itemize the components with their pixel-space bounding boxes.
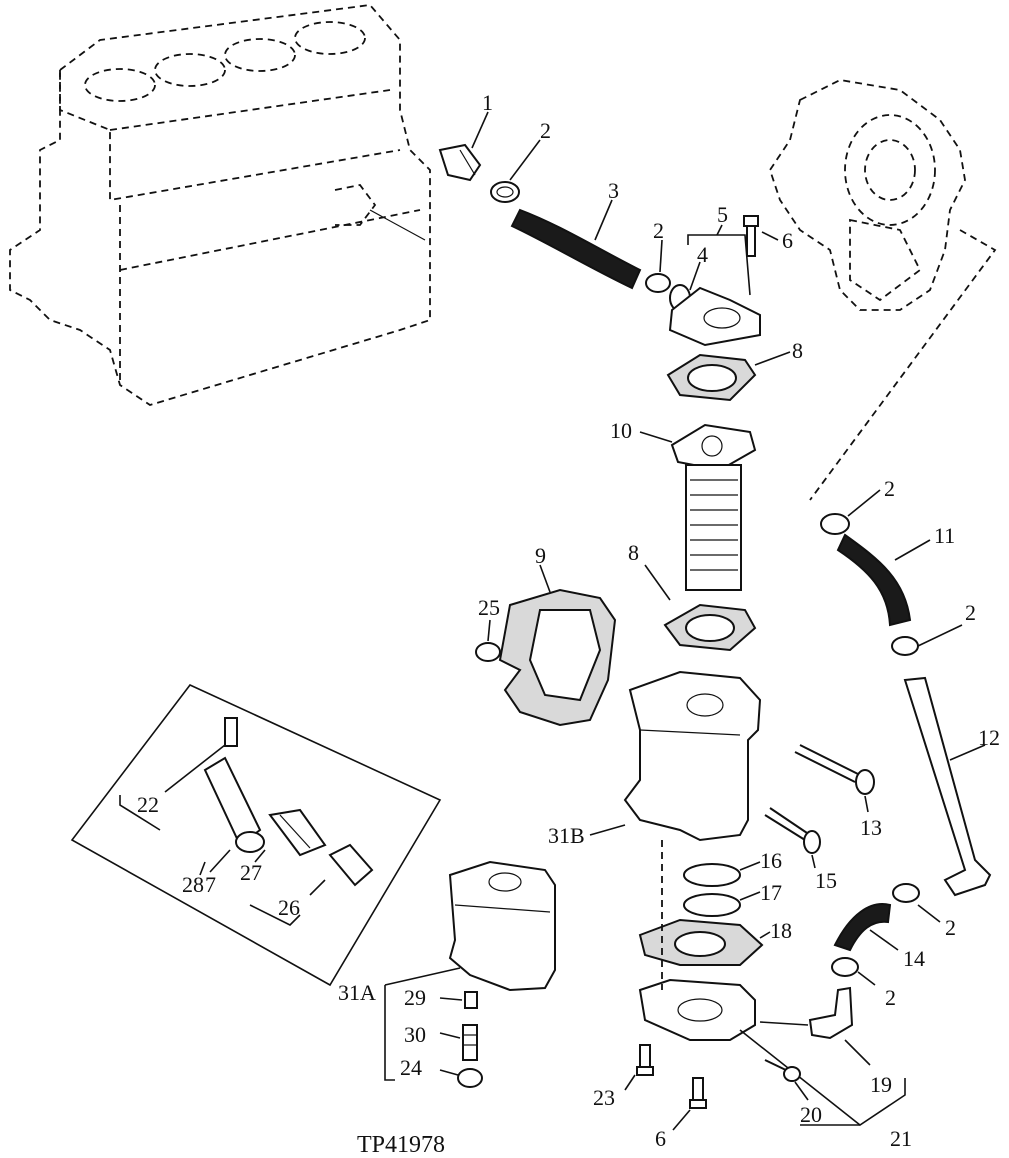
callout-8: 8	[792, 338, 803, 363]
callout-2: 2	[885, 985, 896, 1010]
callout-9: 9	[535, 543, 546, 568]
callout-2: 2	[540, 118, 551, 143]
callout-2: 2	[945, 915, 956, 940]
part-25-o-ring	[475, 619, 501, 662]
callout-31A: 31A	[338, 980, 376, 1005]
part-6-bolt-lower	[672, 1077, 707, 1131]
inset-panel	[70, 684, 442, 987]
part-31A-housing	[384, 860, 556, 1081]
part-3-hose	[510, 199, 642, 290]
engine-block-outline	[9, 4, 431, 406]
part-11-hose	[836, 533, 931, 627]
callout-28: 28	[182, 872, 204, 897]
part-30-spring	[439, 1024, 478, 1061]
part-13-bolt	[794, 744, 875, 813]
part-21-base-plate	[638, 978, 906, 1126]
part-2-clamp-pipe	[892, 883, 941, 923]
part-23-bolt	[624, 1044, 654, 1091]
callout-2: 2	[884, 476, 895, 501]
part-6-bolt-upper	[743, 215, 779, 257]
callout-25: 25	[478, 595, 500, 620]
callout-2: 2	[653, 218, 664, 243]
callout-18: 18	[770, 918, 792, 943]
callout-3: 3	[608, 178, 619, 203]
part-31B-housing	[589, 670, 762, 842]
callout-14: 14	[903, 946, 925, 971]
callout-2: 2	[965, 600, 976, 625]
part-19-elbow	[759, 986, 871, 1066]
callout-15: 15	[815, 868, 837, 893]
callout-19: 19	[870, 1072, 892, 1097]
callout-6: 6	[782, 228, 793, 253]
part-15-bolt	[764, 807, 821, 869]
part-9-gasket-plate	[498, 564, 617, 727]
part-4-5-thermostat-outlet	[668, 224, 761, 347]
callout-13: 13	[860, 815, 882, 840]
water-pump-housing-outline	[769, 79, 997, 501]
part-20-bolt	[764, 1059, 809, 1101]
part-2-clamp-right-upper	[820, 489, 881, 535]
part-14-hose	[833, 903, 899, 952]
callout-30: 30	[404, 1022, 426, 1047]
callout-12: 12	[978, 725, 1000, 750]
callout-5: 5	[717, 202, 728, 227]
part-29-fitting	[439, 991, 478, 1009]
part-2-clamp-mid	[645, 239, 671, 293]
part-10-element	[639, 423, 757, 591]
callout-21: 21	[890, 1126, 912, 1151]
callout-31B: 31B	[548, 823, 585, 848]
callout-26: 26	[278, 895, 300, 920]
part-8-gasket-upper	[666, 351, 791, 402]
callout-22: 22	[137, 792, 159, 817]
part-2-clamp-upper	[490, 139, 541, 203]
callout-labels: 1 2 3 2 4 5 6 8 10 2 11 8 9 25 2 12 22 7…	[137, 90, 1000, 1151]
callout-29: 29	[404, 985, 426, 1010]
callout-1: 1	[482, 90, 493, 115]
part-24-plug	[439, 1068, 483, 1088]
callout-4: 4	[697, 242, 708, 267]
callout-8: 8	[628, 540, 639, 565]
part-18-gasket	[638, 918, 771, 966]
part-16-ring	[683, 861, 761, 887]
figure-caption: TP41978	[357, 1132, 445, 1158]
part-2-clamp-right-lower	[891, 624, 963, 656]
part-2-clamp-elbow	[831, 957, 876, 986]
callout-10: 10	[610, 418, 632, 443]
callout-27: 27	[240, 860, 262, 885]
callout-7: 7	[205, 872, 216, 897]
part-12-pipe	[903, 676, 992, 897]
part-8-gasket-lower	[644, 564, 757, 652]
callout-11: 11	[934, 523, 955, 548]
callout-16: 16	[760, 848, 782, 873]
callout-20: 20	[800, 1102, 822, 1127]
callout-17: 17	[760, 880, 782, 905]
part-17-ring	[683, 891, 761, 917]
part-1-fitting	[438, 111, 489, 182]
callout-6: 6	[655, 1126, 666, 1151]
callout-24: 24	[400, 1055, 422, 1080]
callout-23: 23	[593, 1085, 615, 1110]
